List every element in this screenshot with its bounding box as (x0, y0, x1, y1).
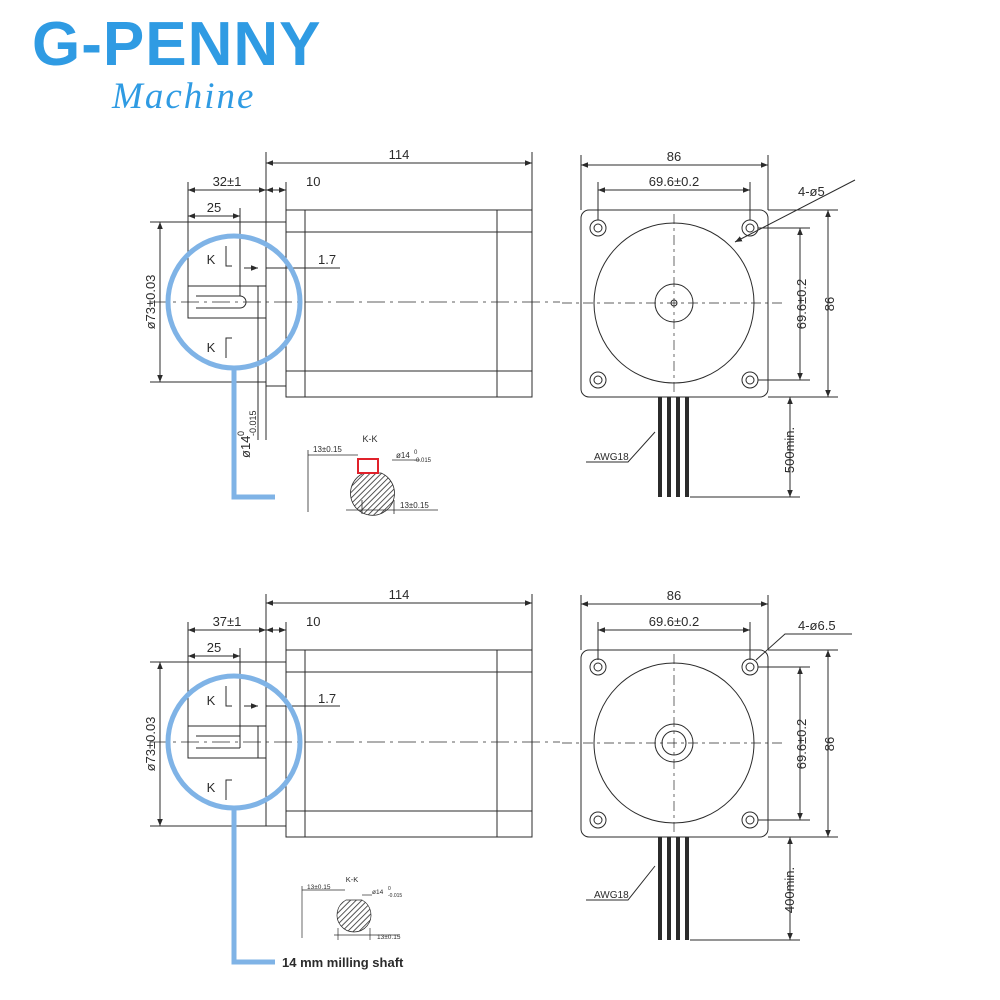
bottom-pilot-dia-label: ø73±0.03 (143, 717, 158, 772)
bottom-lead-length-label: 400min. (782, 867, 797, 913)
bottom-front-bolt-v-label: 69.6±0.2 (794, 719, 809, 770)
top-lead-length-label: 500min. (782, 427, 797, 473)
top-front-bolt-label: 69.6±0.2 (649, 174, 700, 189)
bottom-section-mark-2: K (207, 780, 216, 795)
bottom-side-view (150, 594, 560, 838)
top-length-label: 114 (389, 147, 410, 162)
bottom-detail-flat: 13±0.15 (307, 884, 331, 891)
bottom-front-bolt-label: 69.6±0.2 (649, 614, 700, 629)
top-wire-gauge-label: AWG18 (594, 452, 629, 463)
bottom-section-mark-1: K (207, 693, 216, 708)
top-side-view (150, 152, 560, 440)
bottom-shaft-length-label: 37±1 (213, 614, 242, 629)
top-front-face (580, 209, 769, 398)
top-flange-label: 10 (306, 174, 320, 189)
top-pilot-dia-label: ø73±0.03 (143, 275, 158, 330)
top-detail-dia: ø14 (396, 451, 410, 460)
top-section-detail (307, 450, 438, 516)
brand-tagline: Machine (112, 76, 256, 117)
top-section-mark-1: K (207, 252, 216, 267)
bottom-wire-gauge-label: AWG18 (594, 890, 629, 901)
top-front-height-label: 86 (822, 297, 837, 311)
top-key-length-label: 25 (207, 200, 221, 215)
bottom-detail-title: K-K (346, 875, 359, 884)
bottom-flange-label: 10 (306, 614, 320, 629)
bottom-front-face (580, 649, 769, 838)
top-front-view (562, 155, 856, 498)
bottom-holes-label: 4-ø6.5 (798, 618, 836, 633)
bottom-front-view (562, 595, 852, 941)
top-detail-title: K-K (362, 434, 377, 444)
top-leader (231, 368, 275, 500)
top-detail-dia-sup: 0 (414, 450, 418, 456)
top-detail-bottom: 13±0.15 (400, 501, 429, 510)
bottom-detail-dia: ø14 (372, 889, 384, 896)
top-shaft-length-label: 32±1 (213, 174, 242, 189)
top-holes-label: 4-ø5 (798, 184, 825, 199)
top-step-label: 1.7 (318, 252, 336, 267)
bottom-detail-bottom: 13±0.15 (377, 934, 401, 941)
bottom-front-height-label: 86 (822, 737, 837, 751)
bottom-step-label: 1.7 (318, 691, 336, 706)
top-detail-dia-sub: -0.015 (414, 458, 432, 464)
bottom-key-length-label: 25 (207, 640, 221, 655)
top-front-width-label: 86 (667, 149, 681, 164)
bottom-front-width-label: 86 (667, 588, 681, 603)
top-detail-flat: 13±0.15 (313, 445, 342, 454)
top-motor-body (285, 209, 533, 398)
top-section-mark-2: K (207, 340, 216, 355)
bottom-caption: 14 mm milling shaft (282, 955, 404, 970)
top-shaft-dia-sub: -0.015 (248, 410, 258, 436)
top-front-bolt-v-label: 69.6±0.2 (794, 279, 809, 330)
bottom-motor-body (285, 649, 533, 838)
bottom-section-detail (301, 886, 400, 940)
top-shaft-dia-label: ø14 (238, 436, 253, 458)
bottom-leader (231, 808, 275, 965)
bottom-length-label: 114 (389, 587, 410, 602)
bottom-detail-dia-sup: 0 (388, 886, 391, 892)
brand-logo: G-PENNY (32, 10, 322, 79)
top-shaft-dia-sup: 0 (236, 431, 246, 436)
bottom-detail-dia-sub: -0.015 (388, 893, 402, 899)
